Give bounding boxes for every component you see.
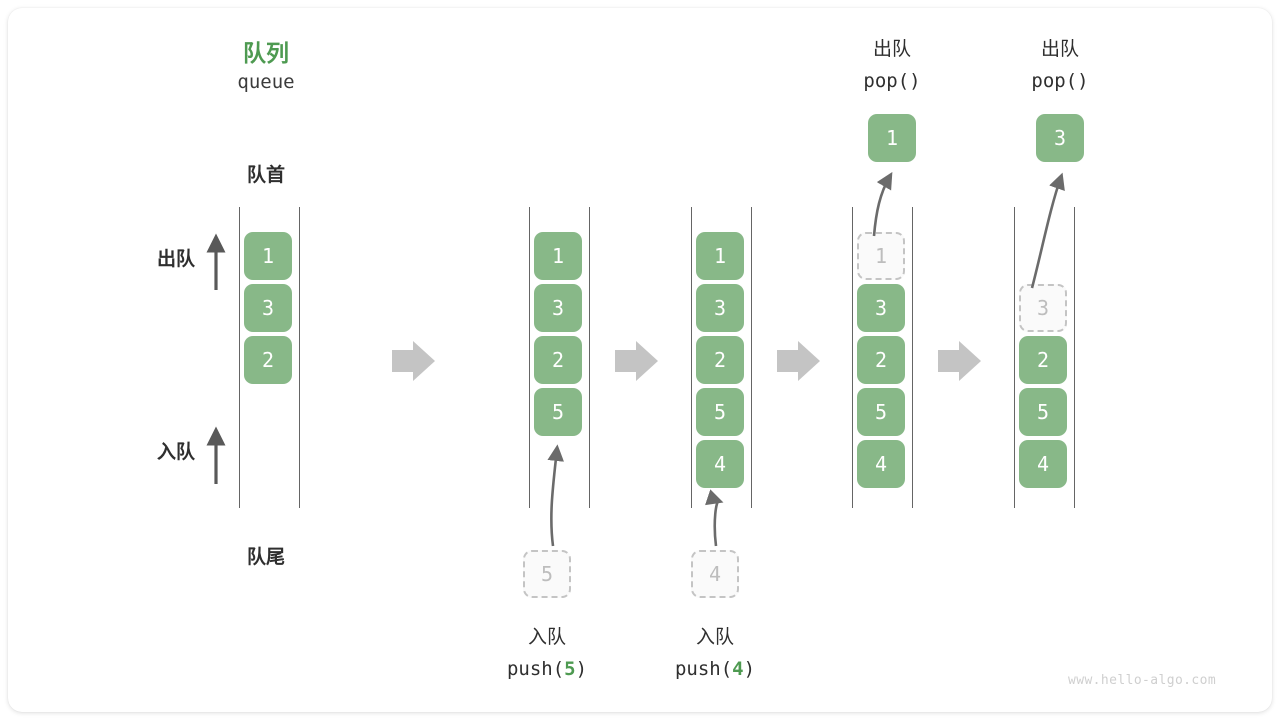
queue-node: 5 <box>857 388 905 436</box>
pop-op-label: 出队 <box>872 39 911 60</box>
incoming-ghost-node: 4 <box>691 550 739 598</box>
queue-node: 3 <box>534 284 582 332</box>
push-op-arg: 4 <box>732 658 744 680</box>
queue-rail-left <box>529 207 530 508</box>
queue-node: 2 <box>244 336 292 384</box>
queue-node: 1 <box>244 232 292 280</box>
queue-node-removed: 3 <box>1019 284 1067 332</box>
page-title: 队列 <box>243 40 289 66</box>
enqueue-side-label: 入队 <box>156 442 195 463</box>
rear-label: 队尾 <box>246 547 285 568</box>
queue-rail-right <box>589 207 590 508</box>
pop-op-code-prefix: pop( <box>863 70 910 92</box>
push-op-code-prefix: push( <box>506 658 565 680</box>
step-arrow-icon <box>777 341 820 381</box>
queue-rail-right <box>299 207 300 508</box>
queue-node: 3 <box>857 284 905 332</box>
push-connector-arrow <box>547 444 564 547</box>
queue-rail-left <box>1014 207 1015 508</box>
queue-node: 5 <box>696 388 744 436</box>
queue-rail-right <box>751 207 752 508</box>
queue-node: 2 <box>696 336 744 384</box>
popped-node: 3 <box>1036 114 1084 162</box>
pop-connector-arrow <box>872 171 893 237</box>
queue-node-removed: 1 <box>857 232 905 280</box>
pop-op-label: 出队 <box>1040 39 1079 60</box>
push-op-code-prefix: push( <box>674 658 733 680</box>
dequeue-side-label: 出队 <box>156 249 195 270</box>
queue-node: 3 <box>696 284 744 332</box>
queue-rail-left <box>852 207 853 508</box>
front-label: 队首 <box>246 165 285 186</box>
pop-op-code-prefix: pop( <box>1031 70 1078 92</box>
queue-node-new: 5 <box>534 388 582 436</box>
queue-node: 1 <box>534 232 582 280</box>
diagram-card: 队列 queue 队首 队尾 出队 入队 1 3 2 1 3 2 5 5 入队 … <box>8 8 1272 712</box>
queue-rail-right <box>1074 207 1075 508</box>
step-arrow-icon <box>938 341 981 381</box>
queue-node-new: 4 <box>696 440 744 488</box>
queue-rail-left <box>239 207 240 508</box>
pop-op-code: pop() <box>828 70 956 92</box>
push-op-label: 入队 <box>527 627 566 648</box>
pop-connector-arrow <box>1030 172 1065 289</box>
step-arrow-icon <box>392 341 435 381</box>
push-op-code: push(5) <box>483 658 611 680</box>
step-arrow-icon <box>615 341 658 381</box>
diagram-stage: 队列 queue 队首 队尾 出队 入队 1 3 2 1 3 2 5 5 入队 … <box>8 8 1272 712</box>
queue-node: 4 <box>1019 440 1067 488</box>
queue-rail-right <box>912 207 913 508</box>
push-connector-arrow <box>705 489 724 547</box>
queue-node: 3 <box>244 284 292 332</box>
queue-node: 4 <box>857 440 905 488</box>
queue-node: 2 <box>534 336 582 384</box>
pop-op-code: pop() <box>996 70 1124 92</box>
push-op-code-suffix: ) <box>743 658 756 680</box>
connector-overlay <box>206 171 1065 547</box>
push-op-label: 入队 <box>695 627 734 648</box>
queue-rail-left <box>691 207 692 508</box>
popped-node: 1 <box>868 114 916 162</box>
queue-node: 2 <box>857 336 905 384</box>
queue-node: 5 <box>1019 388 1067 436</box>
queue-node: 1 <box>696 232 744 280</box>
push-op-code-suffix: ) <box>575 658 588 680</box>
watermark: www.hello-algo.com <box>1068 673 1217 688</box>
push-op-code: push(4) <box>651 658 779 680</box>
incoming-ghost-node: 5 <box>523 550 571 598</box>
page-title-code: queue <box>237 71 295 93</box>
queue-node: 2 <box>1019 336 1067 384</box>
push-op-arg: 5 <box>564 658 576 680</box>
pop-op-code-suffix: ) <box>909 70 921 92</box>
pop-op-code-suffix: ) <box>1077 70 1089 92</box>
